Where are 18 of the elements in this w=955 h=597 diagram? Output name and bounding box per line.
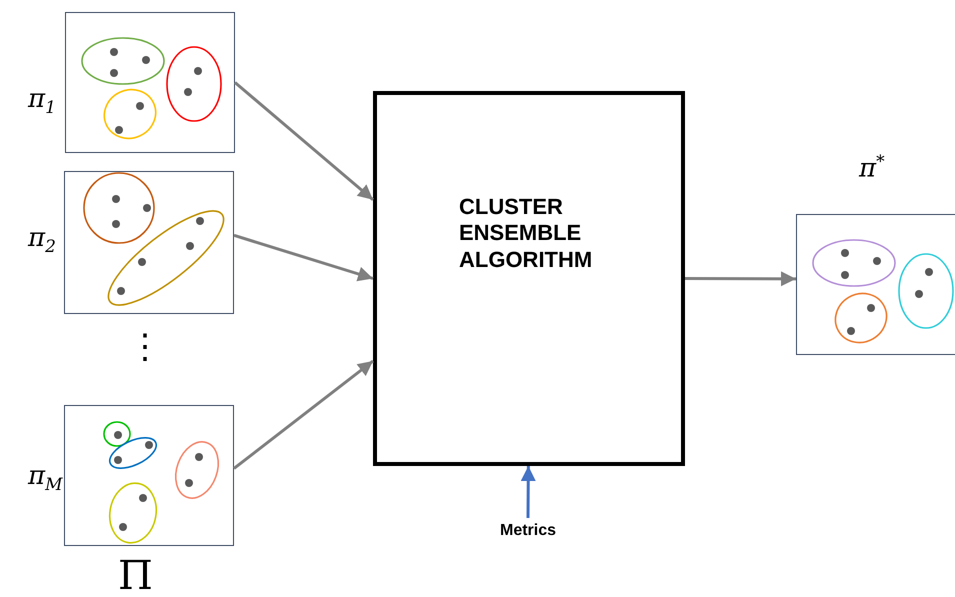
partition-symbol: π$_{2}$ — [28, 223, 56, 258]
partition-box — [65, 12, 235, 153]
partition-box — [64, 171, 234, 314]
partition-symbol: π$^{*}$ — [859, 152, 885, 184]
process-box — [373, 91, 685, 466]
text-label: Metrics — [488, 518, 568, 544]
ellipsis-symbol: ⋮ — [128, 330, 162, 364]
set-symbol: Π — [118, 556, 153, 596]
arrow — [233, 360, 374, 470]
partition-box — [64, 405, 234, 546]
algorithm-title: CLUSTER ENSEMBLE ALGORITHM — [459, 194, 594, 274]
partition-box — [796, 214, 955, 355]
arrow — [520, 466, 536, 518]
arrow — [234, 234, 374, 282]
arrow — [234, 81, 374, 201]
partition-symbol: π$_{M}$ — [28, 461, 63, 496]
arrow — [685, 271, 796, 286]
partition-symbol: π$_{1}$ — [28, 84, 56, 118]
